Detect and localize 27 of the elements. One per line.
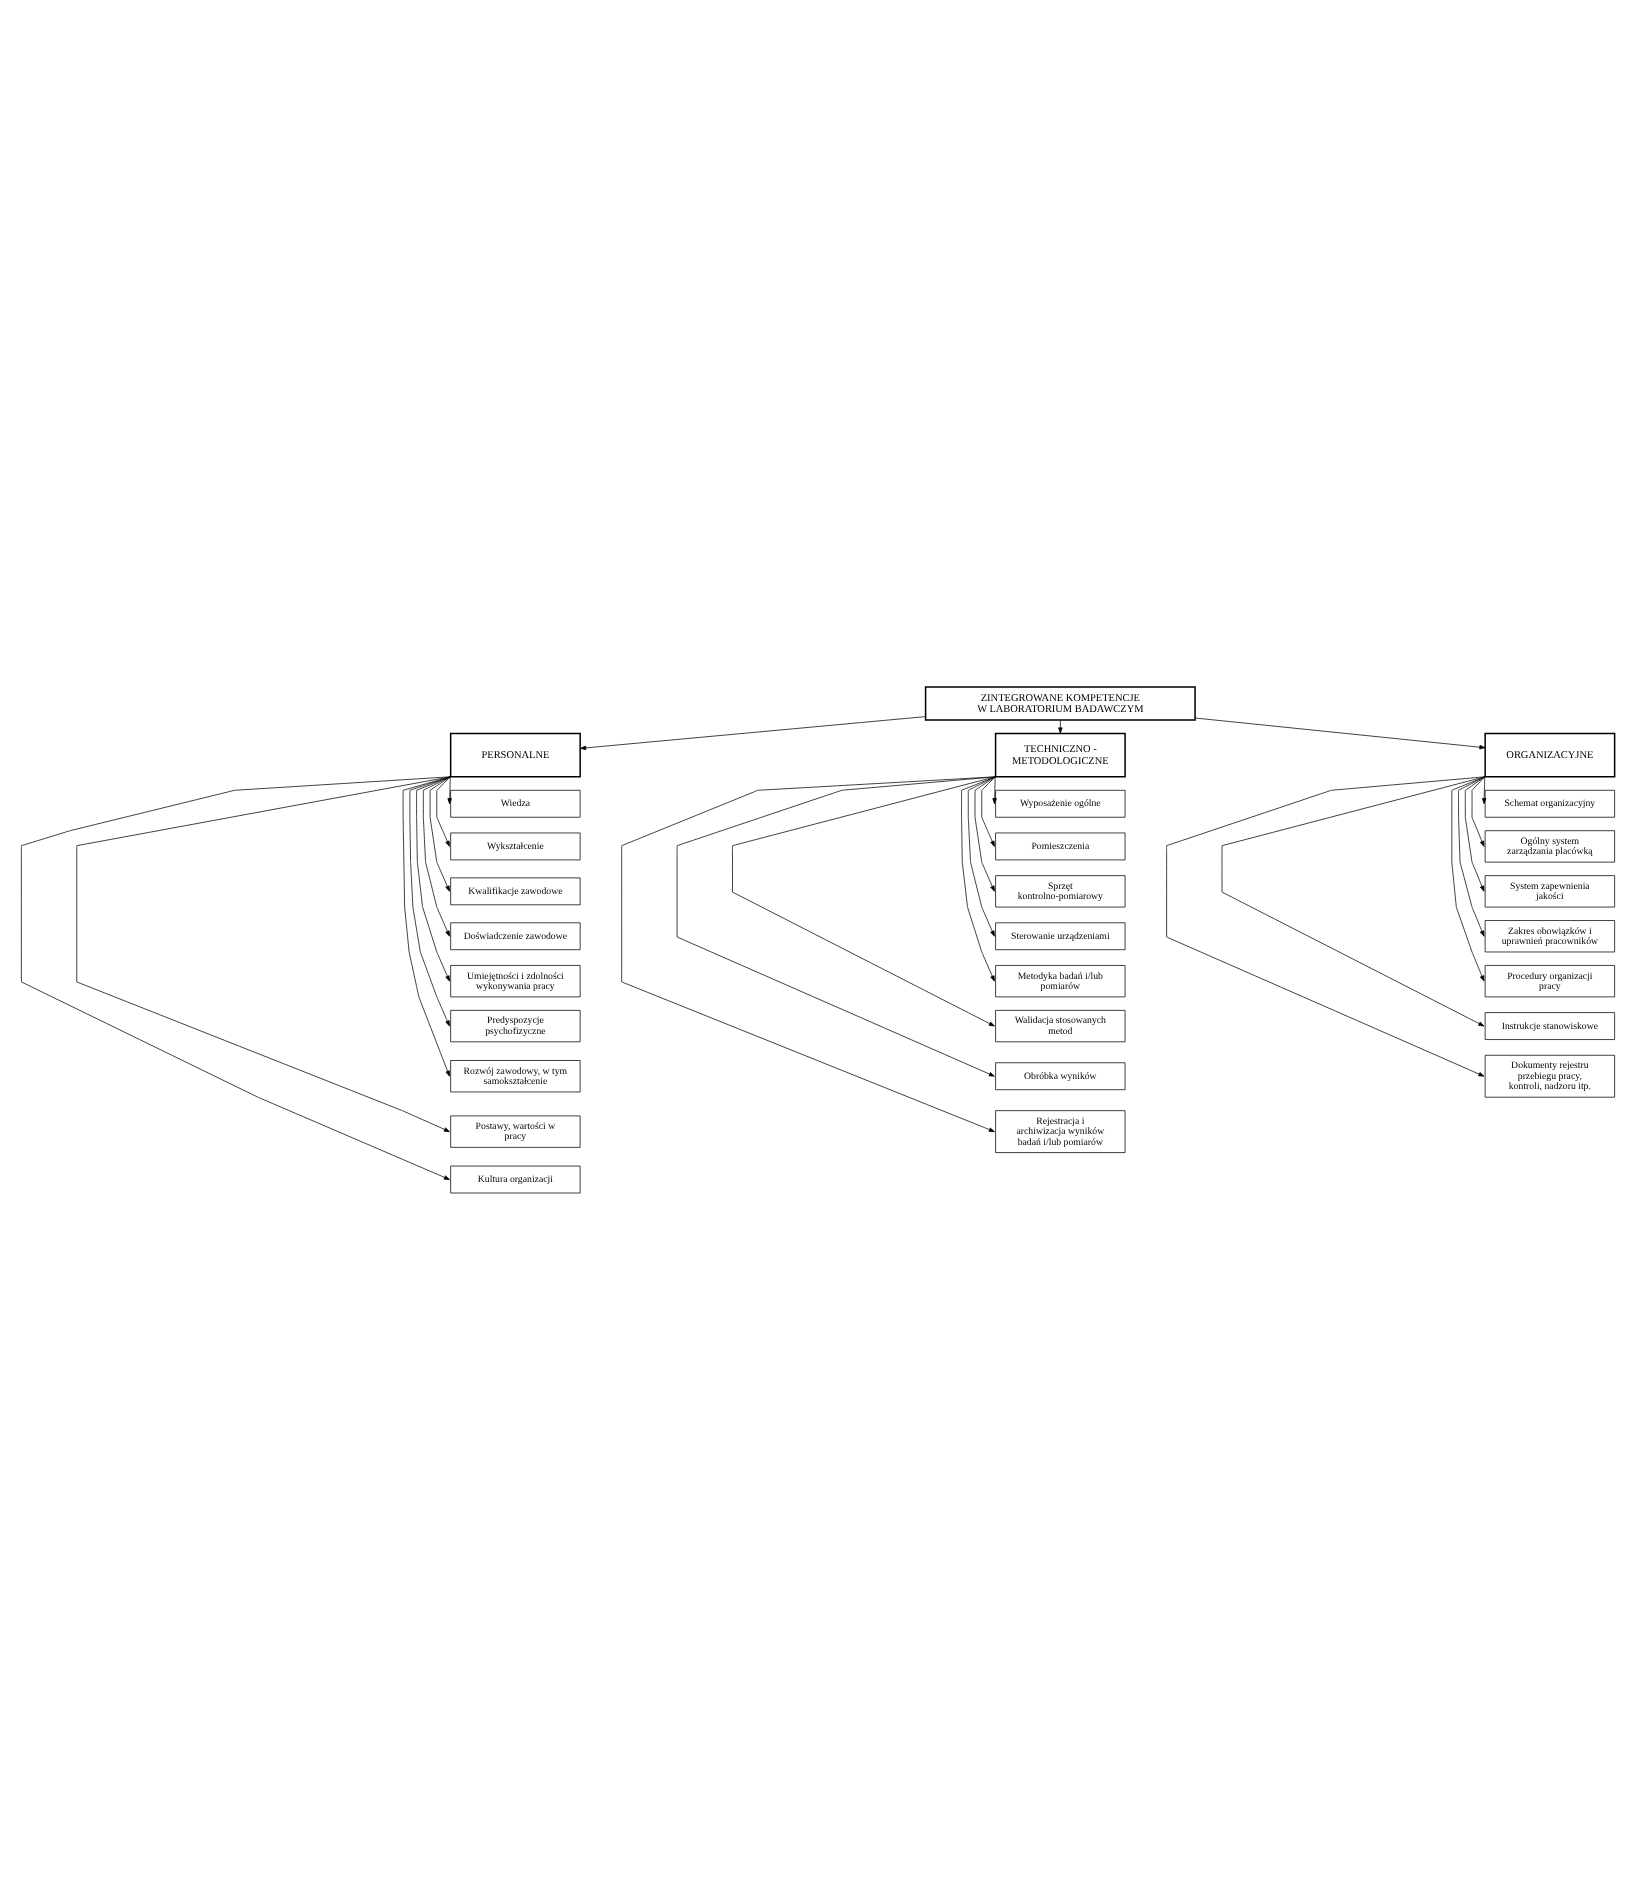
arrow [436,776,451,847]
arrow [76,776,451,1132]
arrow [1458,776,1486,937]
arrow [580,716,926,751]
arrow [409,776,451,1027]
arrow [416,776,451,982]
arrow [732,776,996,1027]
arrow [1471,776,1486,847]
arrow [1451,776,1486,982]
arrow [1481,776,1487,805]
arrow [1221,776,1486,1027]
arrow [981,776,996,847]
arrow [21,776,451,1180]
arrow [1058,719,1063,734]
arrow [422,776,451,937]
arrow [961,776,996,982]
arrow [1464,776,1486,892]
arrow [974,776,996,892]
arrow [429,776,451,892]
arrow [676,776,996,1077]
arrow [621,776,996,1132]
arrow [1194,717,1486,750]
arrow [967,776,996,937]
arrow [1166,776,1486,1077]
arrow [447,776,452,805]
arrow [402,776,451,1077]
arrow [992,776,997,805]
